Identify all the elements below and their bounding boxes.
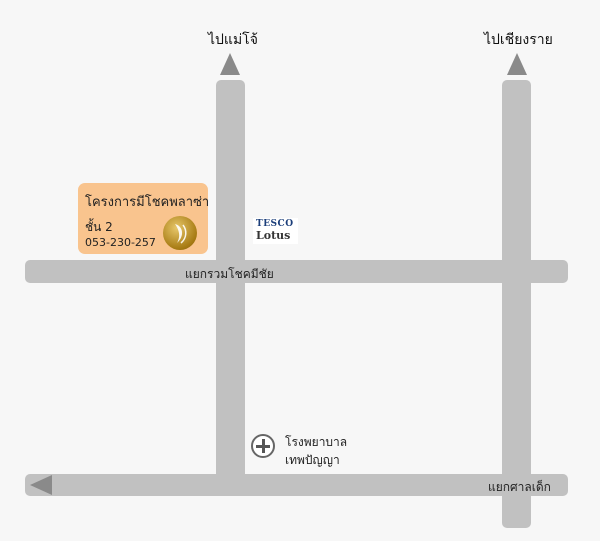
place-name: โครงการมีโชคพลาซ่า	[85, 195, 210, 210]
arrow-up-icon	[220, 53, 240, 75]
tesco-text: TESCO	[256, 219, 294, 229]
tesco-lotus-logo: TESCO Lotus	[253, 218, 298, 244]
destination-chiang-rai: ไปเชียงราย	[484, 32, 553, 48]
road-horizontal-lower	[25, 474, 568, 496]
road-vertical-right	[502, 80, 531, 528]
intersection-lower-label: แยกศาลเด็ก	[488, 480, 551, 494]
hospital-cross-icon	[251, 434, 275, 458]
hospital-name-line1: โรงพยาบาล	[285, 435, 348, 449]
intersection-upper-label: แยกรวมโชคมีชัย	[185, 267, 274, 281]
place-phone: 053-230-257	[85, 236, 156, 249]
arrow-left-icon	[30, 475, 52, 495]
place-floor: ชั้น 2	[85, 220, 113, 234]
hospital-name-line2: เทพปัญญา	[285, 453, 340, 467]
arrow-up-icon	[507, 53, 527, 75]
plaza-logo-icon	[163, 216, 197, 250]
destination-mae-jo: ไปแม่โจ้	[208, 32, 258, 48]
road-horizontal-upper	[25, 260, 568, 283]
place-card[interactable]: โครงการมีโชคพลาซ่า ชั้น 2 053-230-257	[78, 183, 210, 254]
road-vertical-left	[216, 80, 245, 496]
lotus-text: Lotus	[256, 229, 291, 242]
